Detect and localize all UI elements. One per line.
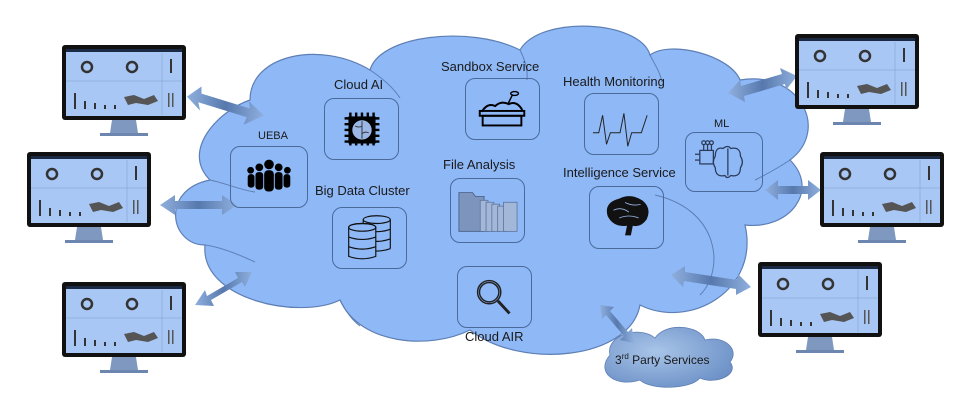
- intelligence-service-label: Intelligence Service: [563, 165, 676, 180]
- connection-arrows: [160, 68, 821, 343]
- monitor-endpoint[interactable]: [820, 152, 944, 243]
- ml-brain-icon: [695, 140, 743, 179]
- cloud-ai-label: Cloud AI: [334, 77, 384, 92]
- monitor-endpoint[interactable]: [62, 282, 186, 373]
- ueba-box[interactable]: [230, 146, 308, 208]
- third-party-services-label: 3rd Party Services: [615, 352, 710, 367]
- big-data-cluster-label: Big Data Cluster: [315, 183, 410, 198]
- intelligence-service-box[interactable]: [589, 186, 664, 249]
- third-party-cloud: [604, 326, 734, 388]
- main-cloud: [175, 25, 809, 355]
- monitor-endpoint[interactable]: [62, 45, 186, 136]
- ml-box[interactable]: [685, 132, 763, 192]
- database-icon: [348, 215, 391, 260]
- ml-label: ML: [714, 118, 730, 130]
- folders-icon: [458, 192, 518, 232]
- health-monitoring-box[interactable]: [584, 93, 659, 155]
- arrow-monitor5: [765, 180, 821, 200]
- health-monitoring-label: Health Monitoring: [563, 74, 665, 89]
- arrow-monitor6: [671, 266, 751, 295]
- brain-icon: [606, 196, 649, 236]
- sandbox-service-label: Sandbox Service: [441, 59, 540, 74]
- arrow-monitor3: [195, 272, 252, 306]
- monitor-endpoint[interactable]: [795, 34, 919, 125]
- arrow-monitor2: [160, 195, 237, 215]
- cloud-ai-box[interactable]: [324, 98, 399, 160]
- heartbeat-icon: [592, 113, 648, 147]
- monitor-endpoint[interactable]: [758, 262, 882, 353]
- magnifier-icon: [476, 279, 511, 315]
- arrow-third-party: [600, 305, 634, 343]
- cloud-air-label: Cloud AIR: [465, 329, 524, 344]
- cloud-air-box[interactable]: [457, 266, 532, 328]
- arrow-monitor4: [728, 68, 797, 102]
- users-group-icon: [247, 159, 291, 192]
- file-analysis-label: File Analysis: [443, 157, 516, 172]
- ueba-label: UEBA: [258, 130, 288, 142]
- sandbox-icon: [478, 90, 526, 127]
- arrow-monitor1: [186, 86, 265, 125]
- big-data-cluster-box[interactable]: [332, 207, 407, 269]
- ai-chip-icon: [344, 112, 380, 146]
- monitor-endpoint[interactable]: [27, 152, 151, 243]
- sandbox-service-box[interactable]: [465, 78, 540, 140]
- file-analysis-box[interactable]: [450, 178, 525, 243]
